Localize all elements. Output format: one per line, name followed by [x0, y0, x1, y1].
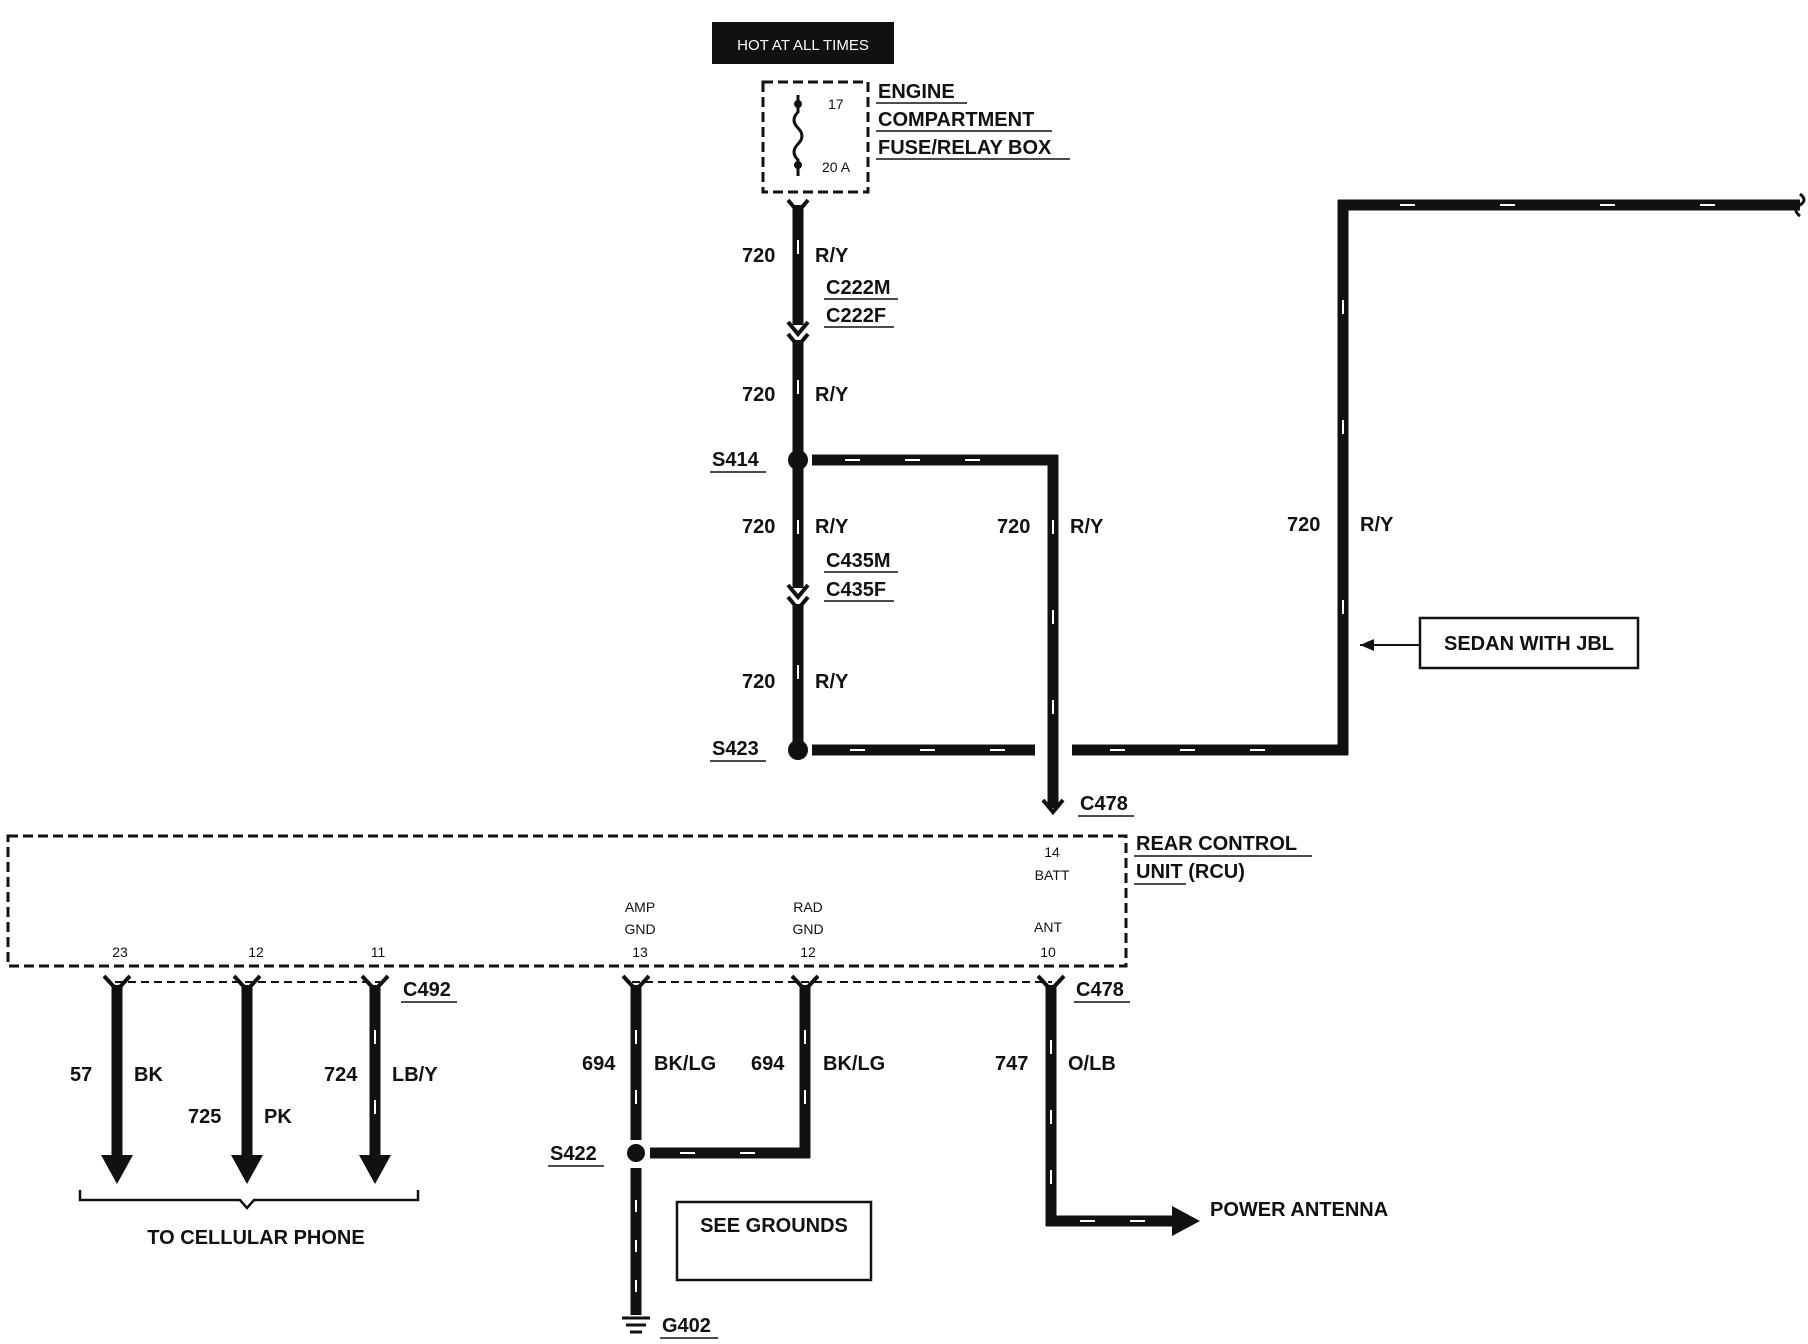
wire-label-720-e: 720: [997, 516, 1030, 538]
see-grounds-box: SEE GROUNDS: [675, 1200, 873, 1282]
rear-control-unit: 14 BATT AMP GND 13 RAD GND 12 ANT 10 23 …: [6, 833, 1312, 968]
connector-c222f: C222F: [826, 305, 886, 327]
rcu-pin-rad-name2: GND: [792, 921, 823, 937]
wire-color-olb: O/LB: [1068, 1053, 1116, 1075]
rcu-pin-amp-name1: AMP: [625, 899, 655, 915]
connector-c478-top: C478: [1080, 793, 1128, 815]
wire-720-jbl: [812, 192, 1806, 756]
engine-fuse-box: 17 20 A ENGINE COMPARTMENT FUSE/RELAY BO…: [761, 80, 1070, 194]
wire-label-720-d: 720: [742, 671, 775, 693]
wire-label-720-f: 720: [1287, 514, 1320, 536]
fuse-number: 17: [828, 96, 844, 112]
wire-color-lby: LB/Y: [392, 1064, 438, 1086]
wire-label-720-c: 720: [742, 516, 775, 538]
ground-g402-label: G402: [662, 1315, 711, 1337]
wire-color-ry-e: R/Y: [1070, 516, 1104, 538]
wire-label-720-a: 720: [742, 245, 775, 267]
rcu-label-2: UNIT (RCU): [1136, 861, 1245, 883]
connector-c492: C492: [403, 979, 451, 1001]
hot-at-all-times-box: HOT AT ALL TIMES: [712, 22, 894, 64]
see-grounds-label: SEE GROUNDS: [700, 1215, 848, 1237]
connector-c222m: C222M: [826, 277, 890, 299]
wire-color-bk: BK: [134, 1064, 163, 1086]
splice-s414-dot: [788, 450, 808, 470]
splice-s422-dot: [627, 1144, 645, 1162]
wire-720-main: [786, 198, 810, 752]
fuse-box-label-1: ENGINE: [878, 81, 955, 103]
connector-c478-bottom: C478: [1076, 979, 1124, 1001]
hot-label: HOT AT ALL TIMES: [737, 37, 869, 54]
sedan-jbl-label: SEDAN WITH JBL: [1444, 633, 1614, 655]
rcu-pin-23: 23: [112, 944, 128, 960]
wire-color-bklg-b: BK/LG: [823, 1053, 885, 1075]
splice-s414-label: S414: [712, 449, 760, 471]
rcu-pin-batt-name: BATT: [1035, 867, 1070, 883]
rcu-pin-12: 12: [248, 944, 264, 960]
wire-label-57: 57: [70, 1064, 92, 1086]
wire-color-bklg-a: BK/LG: [654, 1053, 716, 1075]
connector-c435f: C435F: [826, 579, 886, 601]
wire-color-ry-b: R/Y: [815, 384, 849, 406]
power-antenna-label: POWER ANTENNA: [1210, 1199, 1388, 1221]
rcu-pin-ant-num: 10: [1040, 944, 1056, 960]
fuse-rating: 20 A: [822, 159, 851, 175]
rcu-pin-11: 11: [371, 944, 386, 960]
wire-label-694-a: 694: [582, 1053, 616, 1075]
antenna-wire: [1036, 974, 1200, 1236]
wire-label-725: 725: [188, 1106, 221, 1128]
to-cellular-phone-label: TO CELLULAR PHONE: [147, 1227, 364, 1249]
rcu-pin-amp-name2: GND: [624, 921, 655, 937]
wire-color-ry-f: R/Y: [1360, 514, 1394, 536]
cellular-wires: [101, 974, 391, 1184]
cellular-bracket: [78, 1190, 420, 1210]
wire-720-branch: [812, 454, 1065, 816]
wire-label-747: 747: [995, 1053, 1028, 1075]
rcu-pin-rad-name1: RAD: [793, 899, 823, 915]
wire-label-694-b: 694: [751, 1053, 785, 1075]
ground-g402-icon: [622, 1316, 650, 1334]
rcu-pin-batt-num: 14: [1044, 844, 1060, 860]
wire-label-720-b: 720: [742, 384, 775, 406]
ground-wires: [621, 974, 820, 1315]
wire-color-pk: PK: [264, 1106, 292, 1128]
wire-color-ry-c: R/Y: [815, 516, 849, 538]
splice-s423-label: S423: [712, 738, 759, 760]
rcu-pin-amp-num: 13: [632, 944, 648, 960]
wire-color-ry-a: R/Y: [815, 245, 849, 267]
splice-s423-dot: [788, 740, 808, 760]
sedan-jbl-callout: SEDAN WITH JBL: [1360, 616, 1640, 670]
wire-color-ry-d: R/Y: [815, 671, 849, 693]
rcu-label-1: REAR CONTROL: [1136, 833, 1297, 855]
rcu-pin-rad-num: 12: [800, 944, 816, 960]
splice-s422-label: S422: [550, 1143, 597, 1165]
fuse-box-label-3: FUSE/RELAY BOX: [878, 137, 1052, 159]
fuse-box-label-2: COMPARTMENT: [878, 109, 1034, 131]
wire-label-724: 724: [324, 1064, 358, 1086]
rcu-pin-ant-name: ANT: [1034, 919, 1062, 935]
connector-c435m: C435M: [826, 550, 890, 572]
